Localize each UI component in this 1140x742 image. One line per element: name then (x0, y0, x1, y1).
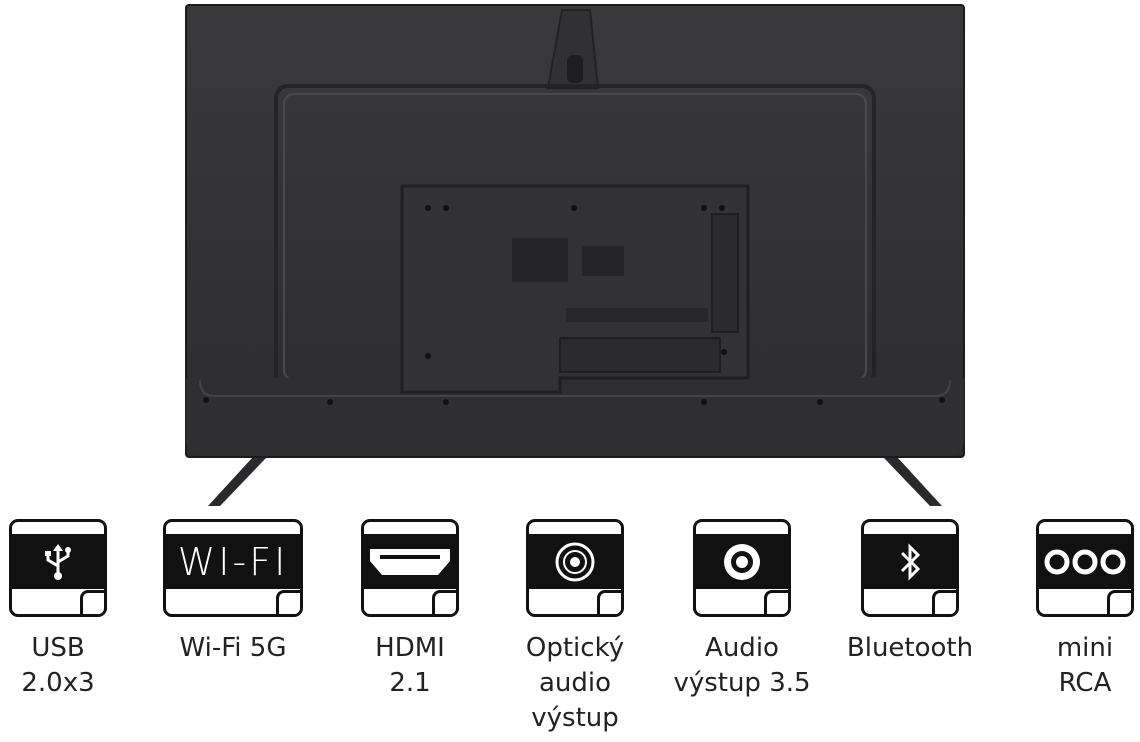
feature-label-line: Audio (705, 633, 779, 663)
feature-label: HDMI 2.1 (310, 631, 510, 701)
feature-label-line: RCA (1058, 668, 1112, 698)
feature-label-line: výstup (531, 703, 619, 733)
feature-label-line: Wi-Fi 5G (179, 633, 287, 663)
feature-wifi: WI-FI Wi-Fi 5G (133, 519, 333, 739)
feature-label: Audio výstup 3.5 (642, 631, 842, 701)
feature-audio: Audio výstup 3.5 (642, 519, 842, 739)
feature-label: Wi-Fi 5G (133, 631, 333, 666)
feature-label: USB 2.0x3 (0, 631, 158, 701)
feature-label-line: výstup 3.5 (673, 668, 811, 698)
feature-usb: USB 2.0x3 (0, 519, 158, 739)
optical-audio-icon (526, 519, 624, 617)
tv-stand-right (884, 458, 942, 506)
feature-label-line: HDMI (375, 633, 445, 663)
feature-label-line: Bluetooth (846, 633, 974, 663)
feature-label: Optický audio výstup (475, 631, 675, 736)
wifi-icon-text: WI-FI (177, 539, 289, 584)
feature-label-line: 2.1 (389, 668, 431, 698)
usb-icon (9, 519, 107, 617)
tv-back-illustration (185, 4, 965, 506)
feature-label-line: 2.0x3 (21, 668, 95, 698)
mini-rca-icon (1036, 519, 1134, 617)
tv-stand-left (208, 458, 266, 506)
feature-label-line: audio (538, 668, 612, 698)
feature-label-line: Optický (525, 633, 625, 663)
feature-label-line: USB (31, 633, 85, 663)
feature-hdmi: HDMI 2.1 (310, 519, 510, 739)
hdmi-port-icon (361, 519, 459, 617)
audio-jack-icon (693, 519, 791, 617)
feature-label-line: mini (1056, 633, 1114, 663)
wifi-text-icon: WI-FI (163, 519, 303, 617)
bluetooth-icon (861, 519, 959, 617)
feature-bluetooth: Bluetooth (810, 519, 1010, 739)
feature-label: Bluetooth (810, 631, 1010, 666)
feature-optical: Optický audio výstup (475, 519, 675, 739)
